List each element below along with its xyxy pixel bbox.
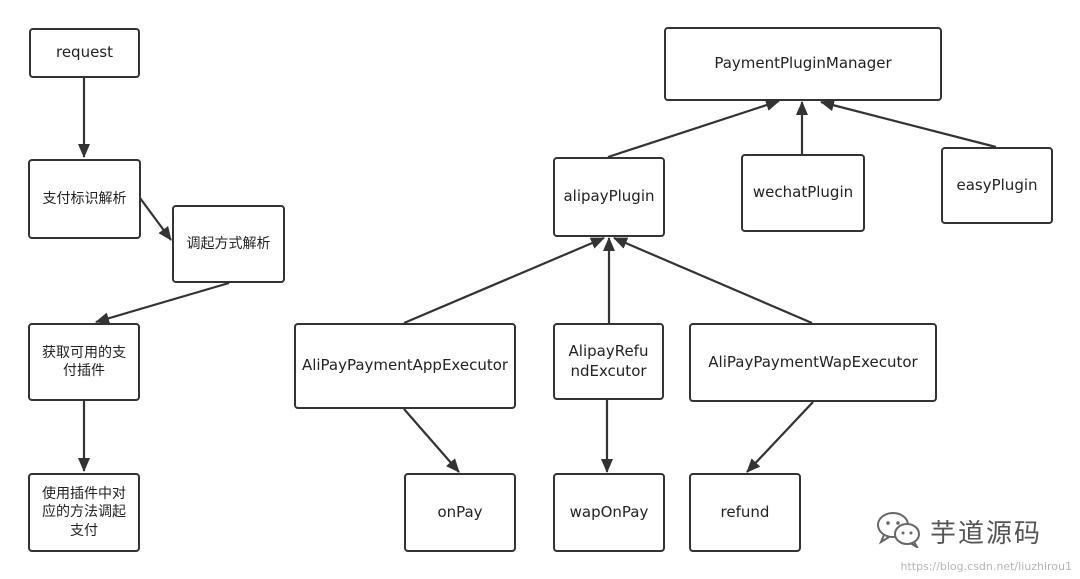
node-easy-plugin-label: easyPlugin [956,175,1038,194]
node-invoke-label: 使用插件中对应的方法调起支付 [42,486,126,539]
node-parse-method-label: 调起方式解析 [186,235,271,252]
node-wechat-plugin: wechatPlugin [741,154,865,232]
brand-mark: 芋道源码 [876,510,1066,552]
node-get-plugin: 获取可用的支付插件 [28,323,140,401]
wechat-icon [876,510,922,552]
node-onpay-label: onPay [437,502,483,521]
brand-name: 芋道源码 [930,518,1043,549]
node-refund: refund [689,473,801,552]
node-request: request [29,28,140,78]
arrow-easy-to-manager [820,99,997,149]
node-wap-onpay-label: wapOnPay [569,502,649,521]
node-invoke: 使用插件中对应的方法调起支付 [28,473,140,552]
node-refund-label: refund [720,502,770,521]
arrow-parse-method-to-get-plugin [95,281,230,325]
watermark: https://blog.csdn.net/liuzhirou1 [900,560,1072,573]
node-app-executor: AliPayPaymentAppExecutor [294,323,516,409]
node-refund-executor: AlipayRefundExcutor [553,323,664,400]
node-wechat-plugin-label: wechatPlugin [752,183,854,202]
node-wap-onpay: wapOnPay [553,473,665,552]
node-request-label: request [55,43,114,62]
node-alipay-plugin-label: alipayPlugin [563,187,655,206]
arrow-parse-flag-to-parse-method [139,197,172,241]
node-wap-executor: AliPayPaymentWapExecutor [689,323,937,402]
node-easy-plugin: easyPlugin [941,147,1053,224]
node-payment-plugin-manager-label: PaymentPluginManager [714,54,892,73]
node-alipay-plugin: alipayPlugin [553,157,665,237]
arrow-wap-executor-to-alipay [613,236,813,325]
node-get-plugin-label: 获取可用的支付插件 [42,344,126,379]
node-onpay: onPay [404,473,516,552]
arrow-alipay-to-manager [607,99,780,159]
node-parse-flag-label: 支付标识解析 [42,190,127,207]
node-parse-flag: 支付标识解析 [28,159,141,239]
arrow-app-executor-to-onpay [403,408,460,473]
node-parse-method: 调起方式解析 [172,205,285,283]
node-refund-executor-label: AlipayRefundExcutor [568,342,649,380]
node-payment-plugin-manager: PaymentPluginManager [664,27,942,101]
arrow-app-executor-to-alipay [403,236,605,325]
node-app-executor-label: AliPayPaymentAppExecutor [301,356,509,375]
node-wap-executor-label: AliPayPaymentWapExecutor [708,352,918,371]
arrow-wap-executor-to-refund [746,401,814,473]
